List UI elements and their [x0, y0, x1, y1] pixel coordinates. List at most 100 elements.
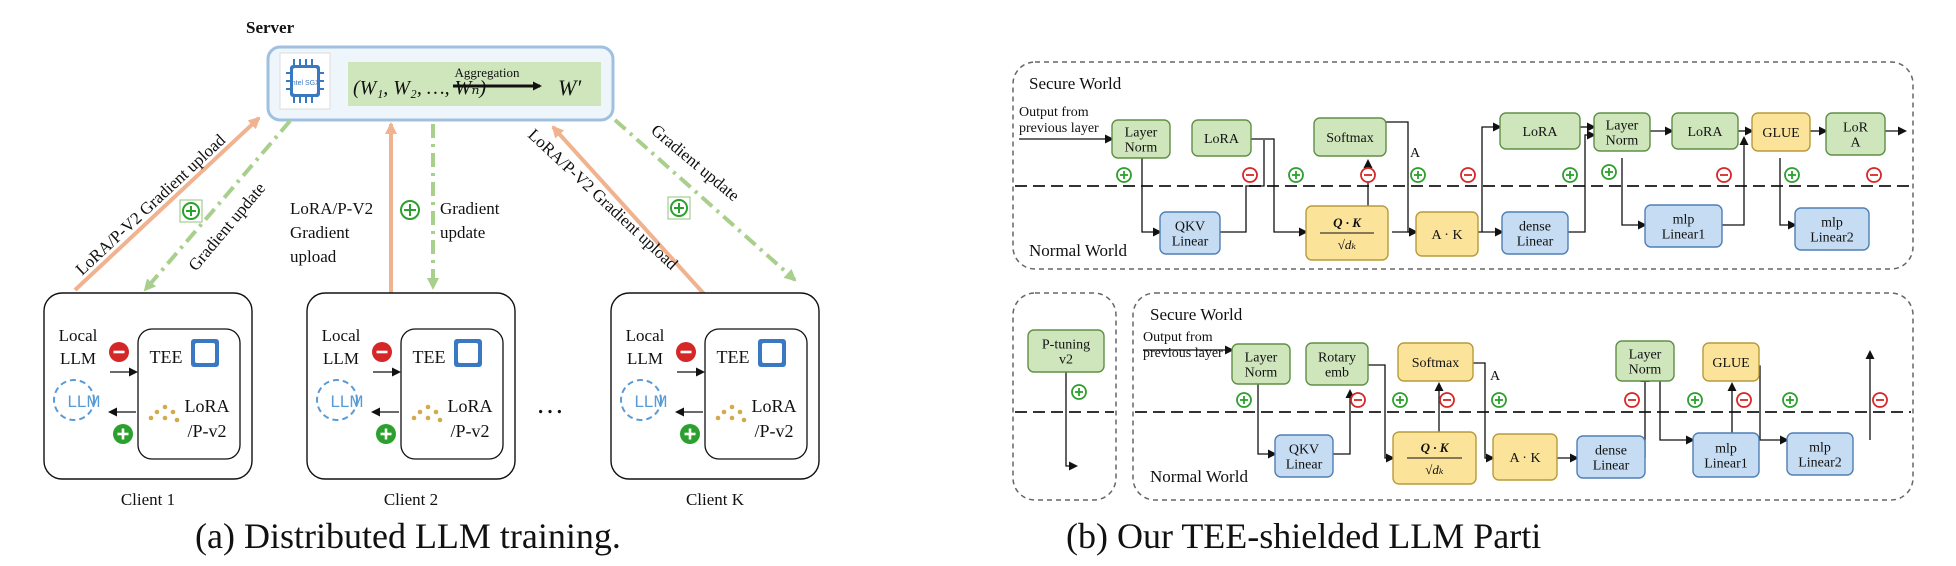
plus-icon [1601, 164, 1617, 180]
lora-molecule-icon [715, 404, 747, 423]
top-dense-block-text: dense [1519, 220, 1551, 235]
bottom-output-from-1: Output from [1143, 330, 1213, 345]
flow-line [1065, 366, 1078, 471]
plus-icon [1410, 167, 1426, 183]
top-qk-block-denominator: √dₖ [1338, 237, 1357, 252]
flow-line [1659, 380, 1695, 445]
client-name: Client 2 [384, 490, 438, 509]
top-a-label: A [1410, 146, 1421, 161]
top-glue-block: GLUE [1751, 112, 1811, 152]
top-glue-block-text: GLUE [1762, 126, 1799, 141]
top-softmax-block: Softmax [1313, 117, 1387, 157]
minus-icon [1624, 392, 1640, 408]
plus-icon [1392, 392, 1408, 408]
local-llm-label: LLM [323, 349, 359, 368]
bottom-mlp2-block-text: Linear2 [1798, 456, 1842, 471]
local-llm-label: Local [59, 326, 98, 345]
plus-icon [1687, 392, 1703, 408]
flow-line [1621, 158, 1647, 230]
top-lora4-block: LoRA [1825, 112, 1886, 156]
top-qkv-block-text: Linear [1172, 235, 1209, 250]
sgx-chip-icon [758, 339, 786, 367]
lora-label: LoRA [752, 396, 797, 416]
llm-logo-text: LLM [67, 392, 100, 411]
tee-label: TEE [413, 347, 446, 367]
top-output-from-1: Output from [1019, 105, 1089, 120]
top-lora-block: LoRA [1191, 119, 1252, 157]
top-lora3-block-text: LoRA [1688, 125, 1724, 140]
top-secure-world: Secure World [1029, 74, 1122, 93]
tee-label: TEE [150, 347, 183, 367]
top-lora3-block: LoRA [1671, 112, 1739, 150]
top-mlp1-block-text: mlp [1673, 213, 1695, 228]
top-qk-block: Q · K√dₖ [1305, 205, 1389, 261]
minus-icon [1866, 167, 1882, 183]
bottom-output-from-2: previous layer [1143, 346, 1223, 361]
bottom-layer-norm-block-text: Norm [1245, 366, 1278, 381]
bottom-mlp1-block-text: mlp [1715, 442, 1737, 457]
bottom-qk-block: Q · K√dₖ [1392, 431, 1477, 485]
minus-icon [1716, 167, 1732, 183]
bottom-ak-block-text: A · K [1509, 451, 1540, 466]
aggregation-label: Aggregation [455, 65, 520, 80]
panel-b: Secure World Normal World Output from pr… [1012, 61, 1914, 556]
bottom-mlp1-block-text: Linear1 [1704, 457, 1748, 472]
top-layer-norm2-block-text: Layer [1606, 119, 1639, 134]
flow-line [1220, 140, 1265, 233]
bottom-softmax-block-text: Softmax [1412, 356, 1459, 371]
ptuning-block-text: P-tuning [1042, 338, 1090, 353]
client-name: Client K [686, 490, 745, 509]
bottom-layer-norm2-block-text: Layer [1629, 348, 1662, 363]
ptuning-frame [1012, 292, 1117, 501]
top-ak-block: A · K [1415, 211, 1479, 257]
left-upload-arrow [73, 116, 261, 292]
caption-b: (b) Our TEE-shielded LLM Parti [1066, 516, 1541, 556]
minus-icon [1360, 167, 1376, 183]
plus-icon [1782, 392, 1798, 408]
mid-upload-label-1: LoRA/P-V2 [290, 199, 373, 218]
top-mlp2-block-text: mlp [1821, 216, 1843, 231]
plus-icon [113, 424, 133, 444]
minus-icon [1460, 167, 1476, 183]
lora-label: /P-v2 [187, 421, 226, 441]
top-normal-world: Normal World [1029, 241, 1127, 260]
sgx-chip-text: intel SGX [290, 80, 320, 87]
bottom-glue-block-text: GLUE [1712, 356, 1749, 371]
plus-icon [1116, 167, 1132, 183]
llm-logo-icon: LLM [316, 379, 364, 421]
minus-icon [676, 342, 696, 362]
mid-update-label-2: update [440, 223, 485, 242]
top-lora4-block-text: A [1850, 136, 1861, 151]
top-mlp2-block-text: Linear2 [1810, 231, 1854, 246]
bottom-rotary-block-text: Rotary [1318, 351, 1356, 366]
clients-ellipsis: … [536, 389, 564, 420]
llm-logo-icon: LLM [620, 379, 668, 421]
mid-upload-label-3: upload [290, 247, 337, 266]
llm-logo-icon: LLM [53, 379, 101, 421]
top-layer-norm-block-text: Layer [1125, 126, 1158, 141]
weights-formula: (W₁, W₂, …, Wₙ) [353, 77, 486, 99]
minus-icon [1872, 392, 1888, 408]
bottom-normal-world: Normal World [1150, 467, 1248, 486]
lora-label: LoRA [185, 396, 230, 416]
top-dense-block-text: Linear [1517, 235, 1554, 250]
minus-icon [372, 342, 392, 362]
flow-line [1779, 158, 1797, 230]
flow-line [1481, 122, 1502, 232]
left-plus-icon [179, 199, 203, 223]
bottom-qk-block-denominator: √dₖ [1425, 462, 1444, 477]
top-softmax-block-text: Softmax [1326, 131, 1373, 146]
caption-a: (a) Distributed LLM training. [195, 516, 621, 556]
top-layer-norm-block-text: Norm [1125, 141, 1158, 156]
